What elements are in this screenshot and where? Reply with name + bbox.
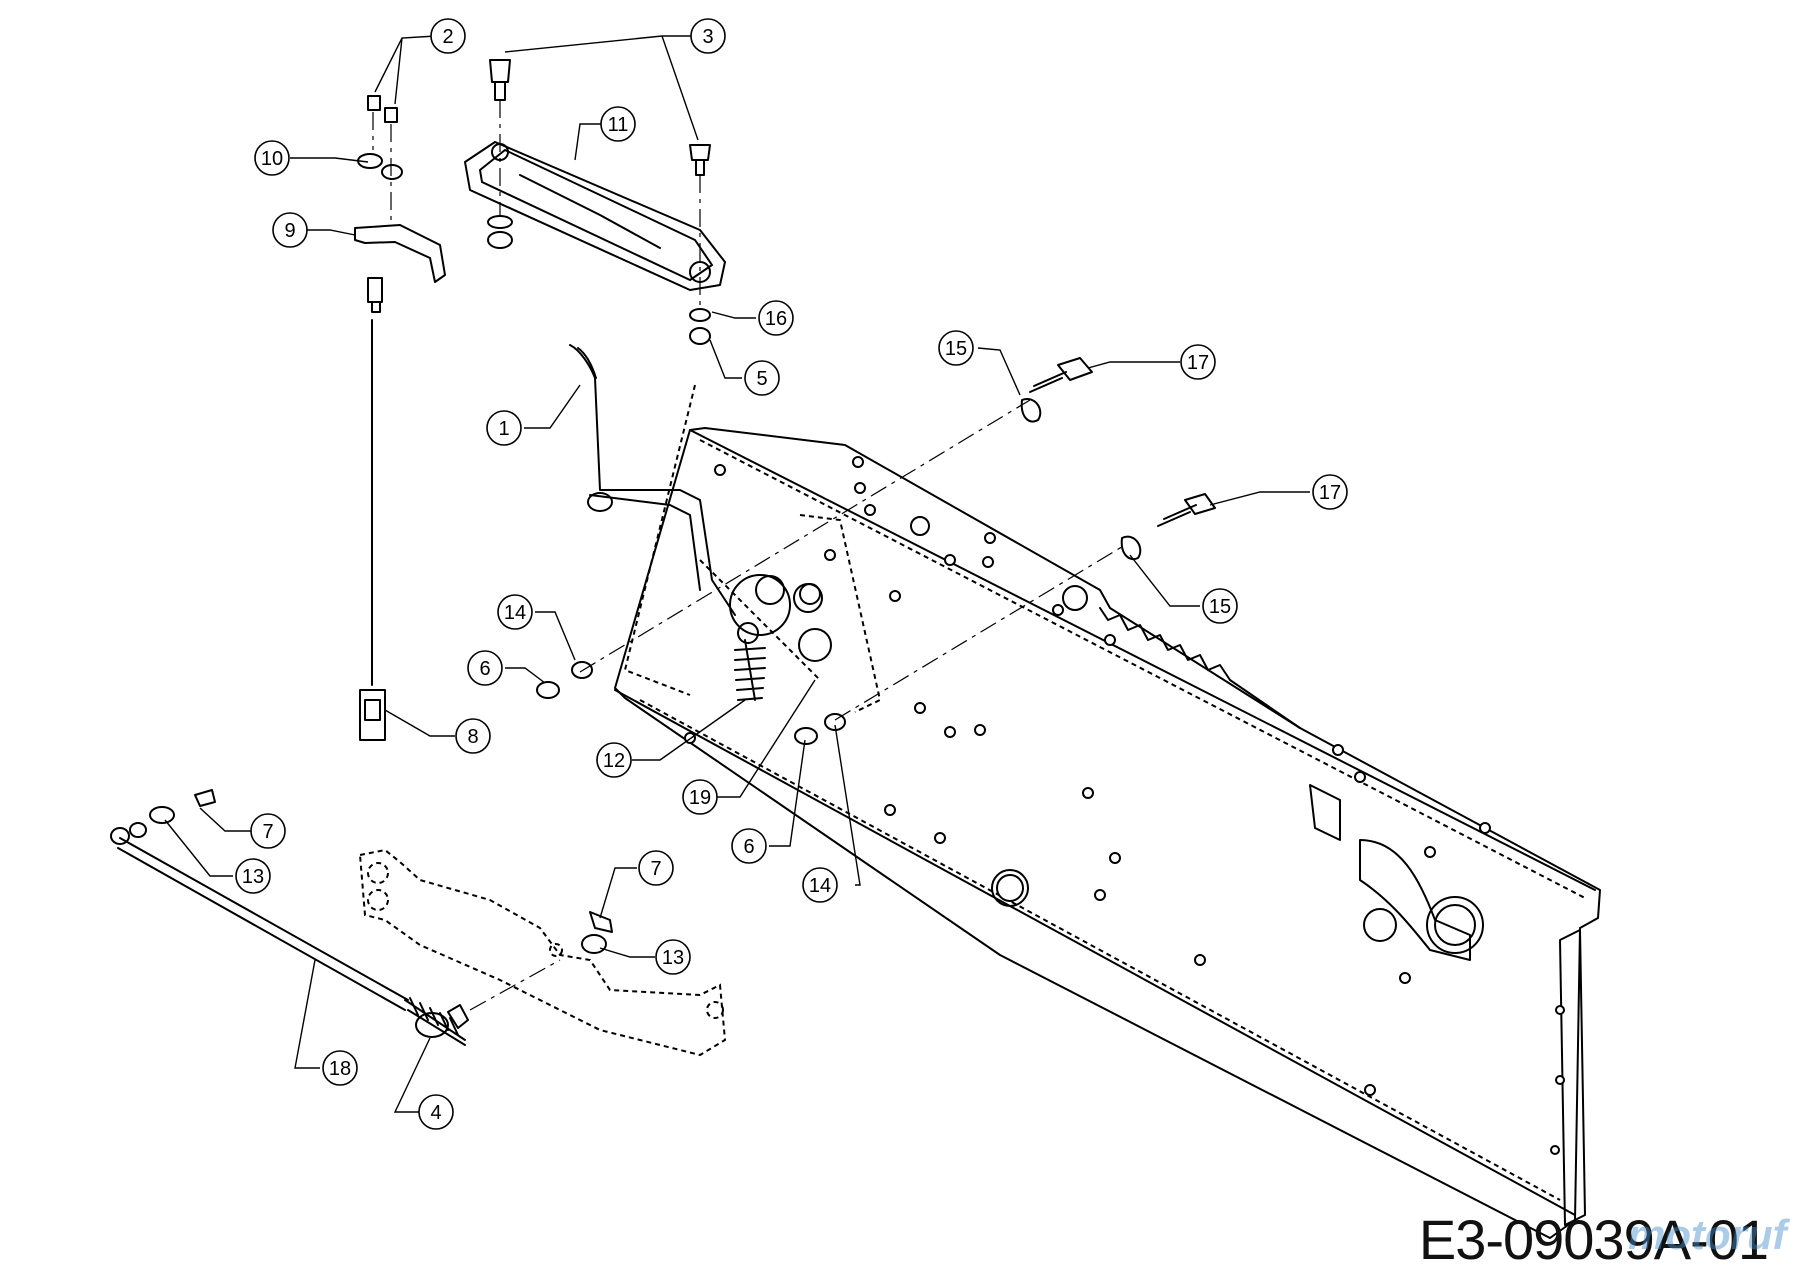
callout-circle [455, 718, 491, 754]
callout-number: 17 [1187, 352, 1209, 374]
washer-clip [581, 911, 613, 954]
callout-14: 14 [802, 867, 838, 903]
callout-6: 6 [731, 828, 767, 864]
callout-number: 8 [467, 726, 478, 748]
callout-circle [235, 858, 271, 894]
callout-circle [596, 742, 632, 778]
callout-10: 10 [254, 140, 290, 176]
callout-number: 11 [608, 114, 629, 136]
drawing-code: E3-09039A-01 [1418, 1208, 1769, 1271]
callout-circle [272, 212, 308, 248]
callout-circle [1312, 474, 1348, 510]
callout-3: 3 [690, 18, 726, 54]
callout-circle [1202, 588, 1238, 624]
callout-circle [250, 813, 286, 849]
callout-number: 15 [1209, 596, 1231, 618]
deck-lift-arm [358, 848, 727, 1057]
fasteners-top [487, 59, 711, 345]
callout-number: 14 [809, 875, 831, 897]
callout-7: 7 [250, 813, 286, 849]
callout-9: 9 [272, 212, 308, 248]
callout-circle [938, 330, 974, 366]
callout-number: 16 [765, 308, 787, 330]
callout-number: 7 [262, 821, 273, 843]
callout-5: 5 [744, 360, 780, 396]
callout-13: 13 [235, 858, 271, 894]
pivot-bracket [623, 384, 882, 713]
callout-circle [418, 1094, 454, 1130]
callout-circle [497, 594, 533, 630]
frame-panel [614, 427, 1601, 1239]
callout-11: 11 [600, 106, 636, 142]
callout-6: 6 [467, 650, 503, 686]
callout-number: 14 [504, 602, 526, 624]
callout-1: 1 [486, 410, 522, 446]
callout-circle [682, 779, 718, 815]
callout-number: 7 [650, 858, 661, 880]
callout-circle [1180, 344, 1216, 380]
callout-12: 12 [596, 742, 632, 778]
callout-number: 15 [945, 338, 967, 360]
callout-circle [322, 1050, 358, 1086]
callout-number: 2 [442, 26, 453, 48]
callout-number: 17 [1319, 482, 1341, 504]
fasteners-mid [536, 357, 1216, 745]
callout-circle [744, 360, 780, 396]
callout-19: 19 [682, 779, 718, 815]
callout-number: 9 [284, 220, 295, 242]
callout-number: 6 [743, 836, 754, 858]
callout-number: 13 [662, 947, 684, 969]
callout-13: 13 [655, 939, 691, 975]
callout-circle [467, 650, 503, 686]
spring [734, 622, 766, 701]
watermark-logo: motoruf [1628, 1211, 1787, 1258]
callout-circle [731, 828, 767, 864]
callout-circle [254, 140, 290, 176]
leader-lines [164, 35, 1310, 1113]
callout-number: 1 [498, 418, 509, 440]
callout-15: 15 [938, 330, 974, 366]
callout-number: 6 [479, 658, 490, 680]
callout-2: 2 [430, 18, 466, 54]
callout-circle [486, 410, 522, 446]
callout-circle [758, 300, 794, 336]
lift-rod [110, 789, 561, 1046]
callout-17: 17 [1312, 474, 1348, 510]
callout-circle [638, 850, 674, 886]
lift-lever [569, 344, 736, 616]
switch-cable [359, 277, 386, 741]
switch-bracket [354, 95, 446, 283]
callout-circle [802, 867, 838, 903]
callout-7: 7 [638, 850, 674, 886]
callout-number: 19 [689, 787, 711, 809]
callout-14: 14 [497, 594, 533, 630]
callout-number: 12 [603, 750, 625, 772]
callout-circle [690, 18, 726, 54]
callout-circle [655, 939, 691, 975]
callout-15: 15 [1202, 588, 1238, 624]
callout-18: 18 [322, 1050, 358, 1086]
callout-number: 18 [329, 1058, 351, 1080]
callout-circle [600, 106, 636, 142]
callout-17: 17 [1180, 344, 1216, 380]
callout-number: 10 [261, 148, 283, 170]
callout-number: 13 [242, 866, 264, 888]
callout-circle [430, 18, 466, 54]
callout-16: 16 [758, 300, 794, 336]
handle-cover [464, 141, 726, 291]
callouts: 2 3 10 11 9 16 5 15 17 1 17 15 14 6 8 12 19 7 13 6 14 7 13 18 4 [235, 18, 1348, 1130]
callout-4: 4 [418, 1094, 454, 1130]
callout-number: 5 [756, 368, 767, 390]
callout-8: 8 [455, 718, 491, 754]
callout-number: 3 [702, 26, 713, 48]
callout-number: 4 [430, 1102, 441, 1124]
